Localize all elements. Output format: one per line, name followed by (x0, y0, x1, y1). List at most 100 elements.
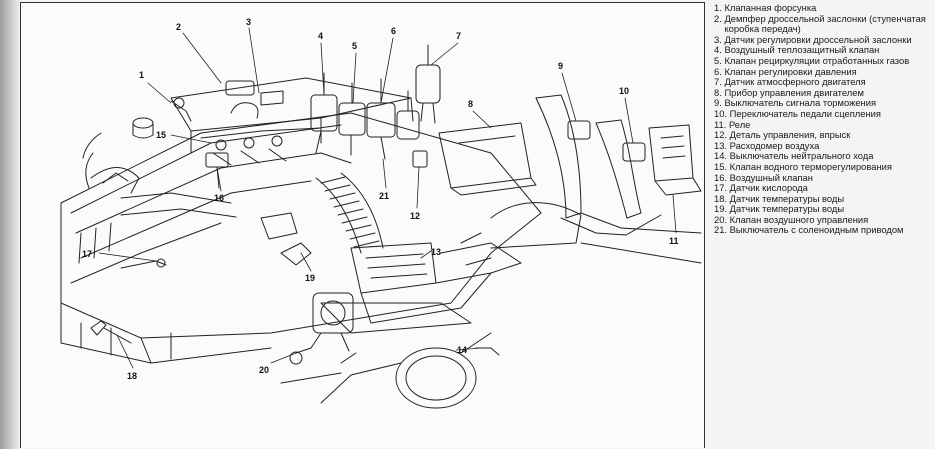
legend-text: Реле (728, 118, 751, 130)
legend-number: 13. (714, 139, 728, 151)
legend-item: 8. Прибор управления двигателем (714, 86, 930, 99)
callout-10: 10 (619, 86, 629, 96)
legend-item: 10. Переключатель педали сцепления (714, 107, 930, 120)
legend-number: 8. (714, 86, 722, 98)
legend-text: Выключатель с соленоидным приводом (729, 224, 904, 236)
legend-text: Датчик атмосферного двигателя (724, 76, 866, 88)
legend-number: 10. (714, 107, 728, 119)
left-sensors (90, 97, 312, 344)
legend-text: Клапан рециркуляции отработанных газов (724, 54, 910, 66)
legend-text: Клапан водного терморегулирования (729, 160, 892, 172)
page-edge-shadow (0, 0, 20, 449)
legend-item: 7. Датчик атмосферного двигателя (714, 77, 930, 88)
callout-13: 13 (431, 247, 441, 257)
legend-text: Демпфер дроссельной заслонки (ступенчата… (724, 12, 926, 35)
valve-cluster (310, 44, 441, 168)
legend-item: 15. Клапан водного терморегулирования (714, 160, 930, 173)
callout-20: 20 (259, 365, 269, 375)
legend-item: 5. Клапан рециркуляции отработанных газо… (714, 54, 930, 67)
legend-number: 14. (714, 150, 728, 162)
legend-number: 1. (714, 2, 722, 13)
callout-18: 18 (127, 371, 137, 381)
legend-number: 12. (714, 129, 728, 141)
legend-number: 20. (714, 213, 728, 225)
legend-text: Клапан регулировки давления (724, 65, 857, 77)
pedal-assembly (460, 94, 702, 266)
legend-text: Клапан воздушного управления (729, 213, 869, 225)
legend-text: Датчик температуры воды (729, 203, 845, 215)
legend-number: 11. (714, 118, 727, 130)
legend-text: Расходомер воздуха (729, 139, 820, 151)
legend-number: 3. (714, 33, 722, 45)
callout-1: 1 (139, 70, 144, 80)
engine-block (60, 112, 542, 364)
callout-4: 4 (318, 31, 323, 41)
callout-12: 12 (410, 211, 420, 221)
relay-and-ecu (438, 122, 702, 196)
legend-text: Выключатель сигнала торможения (724, 97, 877, 109)
intake-hose (315, 172, 384, 254)
callout-labels: 1 2 3 4 5 6 7 8 9 10 11 12 13 14 15 16 1… (82, 17, 679, 381)
legend-number: 4. (714, 44, 722, 56)
legend-item: 14. Выключатель нейтрального хода (714, 151, 930, 162)
legend-text: Клапанная форсунка (724, 2, 817, 13)
legend-item: 13. Расходомер воздуха (714, 139, 930, 152)
legend-item: 17. Датчик кислорода (714, 182, 930, 194)
legend-number: 7. (714, 76, 722, 88)
callout-16: 16 (214, 193, 224, 203)
legend-item: 9. Выключатель сигнала торможения (714, 98, 930, 109)
callout-14: 14 (457, 345, 467, 355)
legend-text: Датчик кислорода (729, 182, 808, 194)
legend-item: 11. Реле (714, 118, 930, 131)
air-flow-meter (320, 242, 522, 334)
callout-7: 7 (456, 31, 461, 41)
cylinder-head (170, 77, 414, 166)
legend-text: Датчик регулировки дроссельной заслонки (724, 33, 912, 45)
legend-number: 15. (714, 160, 728, 172)
leader-lines (98, 27, 677, 369)
legend-item: 6. Клапан регулировки давления (714, 65, 930, 78)
callout-19: 19 (305, 273, 315, 283)
callout-8: 8 (468, 99, 473, 109)
legend-text: Воздушный клапан (729, 171, 813, 183)
throttle-body (289, 292, 354, 365)
legend-item: 1. Клапанная форсунка (714, 2, 930, 14)
legend-item: 2. Демпфер дроссельной заслонки (ступенч… (714, 12, 930, 35)
callout-15: 15 (156, 130, 166, 140)
legend-text: Датчик температуры воды (729, 192, 845, 204)
legend-item: 18. Датчик температуры воды (714, 192, 930, 205)
callout-5: 5 (352, 41, 357, 51)
callout-6: 6 (391, 26, 396, 36)
legend-item: 3. Датчик регулировки дроссельной заслон… (714, 33, 930, 46)
legend-number: 16. (714, 171, 728, 183)
legend-item: 21. Выключатель с соленоидным приводом (714, 225, 930, 236)
callout-21: 21 (379, 191, 389, 201)
engine-diagram: 1 2 3 4 5 6 7 8 9 10 11 12 13 14 15 16 1… (20, 2, 705, 448)
legend-item: 19. Датчик температуры воды (714, 204, 930, 215)
legend-item: 20. Клапан воздушного управления (714, 213, 930, 226)
legend-number: 19. (714, 203, 728, 215)
legend-number: 17. (714, 182, 728, 194)
callout-11: 11 (669, 236, 679, 246)
legend-item: 12. Деталь управления, впрыск (714, 130, 930, 141)
legend-text: Выключатель нейтрального хода (729, 150, 874, 162)
exhaust-pipe (280, 332, 500, 409)
engine-drawing: 1 2 3 4 5 6 7 8 9 10 11 12 13 14 15 16 1… (60, 17, 702, 409)
parts-legend: 1. Клапанная форсунка 2. Демпфер дроссел… (714, 2, 930, 236)
legend-text: Прибор управления двигателем (724, 86, 864, 98)
legend-number: 18. (714, 192, 728, 204)
legend-number: 9. (714, 97, 722, 109)
callout-3: 3 (246, 17, 251, 27)
legend-number: 2. (714, 12, 722, 24)
legend-number: 6. (714, 65, 722, 77)
legend-item: 4. Воздушный теплозащитный клапан (714, 45, 930, 56)
callout-2: 2 (176, 22, 181, 32)
legend-item: 16. Воздушный клапан (714, 171, 930, 184)
legend-number: 5. (714, 54, 722, 66)
legend-text: Переключатель педали сцепления (729, 107, 881, 119)
legend-text: Воздушный теплозащитный клапан (724, 44, 880, 56)
legend-text: Деталь управления, впрыск (729, 129, 851, 141)
callout-9: 9 (558, 61, 563, 71)
callout-17: 17 (82, 249, 92, 259)
legend-number: 21. (714, 224, 728, 236)
